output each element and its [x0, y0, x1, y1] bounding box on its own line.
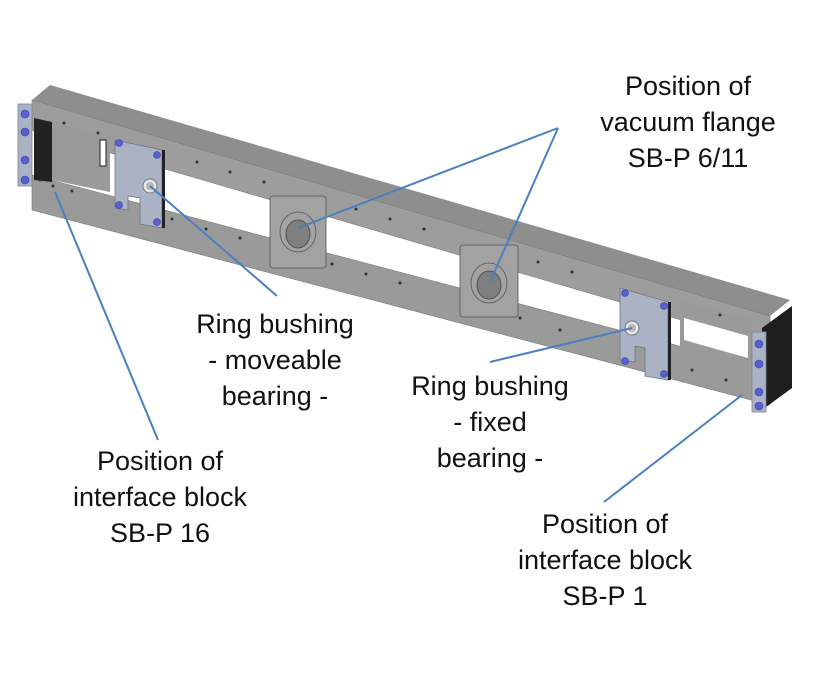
label-line: interface block [72, 482, 248, 512]
label-line: SB-P 16 [109, 518, 211, 548]
label-line: Ring bushing [411, 371, 569, 401]
leader-interface-1 [603, 394, 743, 503]
label-ring-bushing-moveable: Ring bushing - moveable bearing - [170, 306, 380, 414]
beam-top-face [32, 85, 790, 316]
ring-bushing-moveable-plate [114, 139, 165, 229]
plate-bolts [115, 139, 668, 378]
vacuum-flange-right [459, 244, 519, 318]
label-line: SB-P 1 [562, 581, 648, 611]
label-line: bearing - [436, 443, 544, 473]
leader-vacuum-left [297, 127, 559, 229]
label-line: Ring bushing [196, 309, 354, 339]
beam-lower-rail [31, 174, 771, 406]
label-line: interface block [517, 545, 693, 575]
right-end-cap [762, 306, 792, 410]
left-interior [52, 122, 110, 192]
leader-interface-16 [54, 191, 159, 441]
leader-ring-moveable [149, 185, 278, 297]
leader-lines [54, 127, 743, 503]
label-interface-block-16: Position of interface block SB-P 16 [45, 443, 275, 551]
vacuum-flange-left [269, 195, 327, 269]
leader-ring-fixed [489, 327, 633, 363]
label-ring-bushing-fixed: Ring bushing - fixed bearing - [385, 368, 595, 476]
label-line: Position of [541, 509, 669, 539]
label-line: - moveable [208, 345, 342, 375]
ring-bushing-fixed-plate [619, 287, 671, 381]
rail-holes [38, 121, 728, 382]
label-line: Position of [624, 71, 752, 101]
right-window [684, 318, 748, 358]
label-line: SB-P 6/11 [627, 143, 749, 173]
label-vacuum-flange: Position of vacuum flange SB-P 6/11 [578, 68, 798, 176]
leader-vacuum-right [489, 127, 559, 283]
left-inner-wall [34, 118, 52, 182]
label-line: Position of [96, 446, 224, 476]
label-interface-block-1: Position of interface block SB-P 1 [490, 506, 720, 614]
left-end-plate [17, 103, 33, 187]
label-line: vacuum flange [600, 107, 776, 137]
end-plate-bolts [20, 109, 764, 411]
left-slot [99, 139, 107, 167]
label-line: - fixed [453, 407, 527, 437]
label-line: bearing - [221, 381, 329, 411]
